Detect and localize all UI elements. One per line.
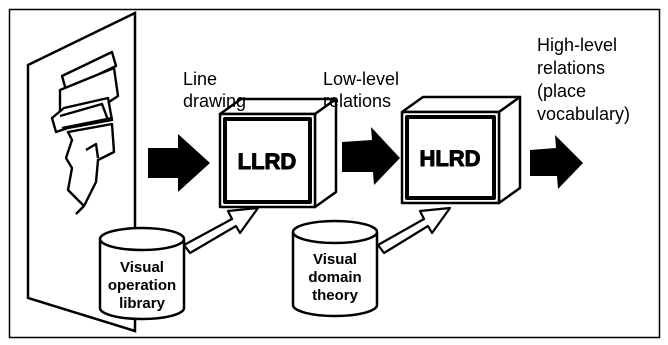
hlrd-label: HLRD: [419, 146, 480, 171]
line-drawing-label-line-2: drawing: [183, 91, 246, 111]
theory-label-line-3: theory: [312, 287, 359, 304]
library-label-line-1: Visual: [120, 259, 164, 276]
high-level-relations-label-line-4: vocabulary): [537, 104, 630, 124]
arrow-theory-to-hlrd: [376, 206, 452, 255]
library-label-line-3: library: [119, 295, 166, 312]
low-level-relations-label-line-2: relations: [323, 91, 391, 111]
arrow-hlrd-to-output: [530, 135, 583, 189]
thick-right-arrow-icon: [148, 127, 583, 192]
line-drawing-face-icon: [50, 50, 120, 215]
arrow-llrd-to-hlrd: [342, 127, 400, 185]
hlrd-box: HLRD: [400, 95, 522, 205]
theory-label-line-1: Visual: [313, 251, 357, 268]
high-level-relations-label-line-2: relations: [537, 58, 605, 78]
high-level-relations-label-line-1: High-level: [537, 35, 617, 55]
input-image-panel: [26, 11, 137, 333]
visual-domain-theory-cylinder: Visual domain theory: [291, 219, 379, 318]
diagram-frame: [8, 8, 661, 339]
visual-operation-library-cylinder: Visual operation library: [98, 226, 186, 321]
theory-label-line-2: domain: [308, 269, 361, 286]
llrd-label: LLRD: [238, 149, 297, 174]
high-level-relations-label-line-3: (place: [537, 81, 586, 101]
low-level-relations-label-line-1: Low-level: [323, 69, 399, 89]
line-drawing-label-line-1: Line: [183, 69, 217, 89]
library-label-line-2: operation: [108, 277, 176, 294]
hollow-diagonal-arrow-icon: [182, 206, 452, 255]
arrow-library-to-llrd: [182, 206, 260, 255]
arrow-image-to-llrd: [148, 134, 210, 192]
llrd-box: LLRD: [218, 97, 338, 209]
